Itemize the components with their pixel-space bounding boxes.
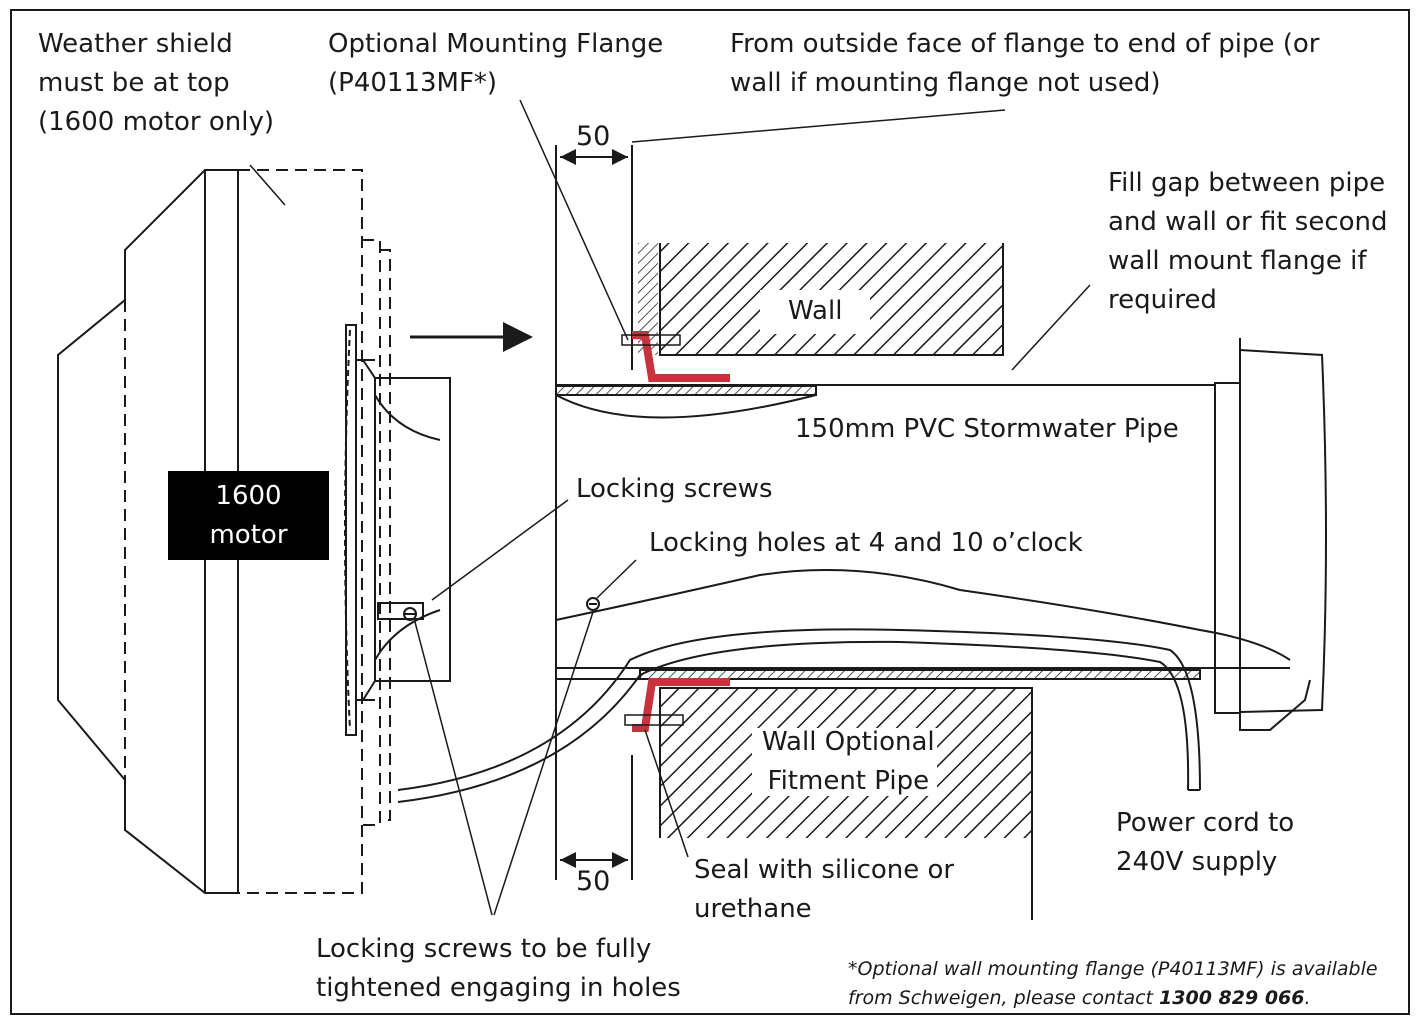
flange-distance-label: From outside face of flange to end of pi… [730,29,1320,98]
mounting-bracket [344,324,451,736]
seal-label: Seal with silicone or urethane [694,855,955,924]
weather-shield-label: Weather shield must be at top (1600 moto… [38,29,275,137]
pipe-label: 150mm PVC Stormwater Pipe [795,414,1179,444]
wall-top-label: Wall [788,296,843,326]
wall-bottom-label: Wall Optional Fitment Pipe [762,727,935,796]
fill-gap-label: Fill gap between pipe and wall or fit se… [1108,168,1388,315]
wall-top-hatch [638,243,1004,356]
mounting-flange-bottom [624,678,730,732]
wall-bottom-hatch [659,687,1033,920]
motor-label-box: 1600 motor [168,471,329,560]
power-cord [397,628,1201,803]
dimension-top-value: 50 [576,121,611,152]
footnote-suffix: . [1304,987,1311,1009]
locking-screws-label: Locking screws [576,474,773,504]
locking-holes-label: Locking holes at 4 and 10 o’clock [649,528,1083,558]
frame [10,9,1410,1015]
mounting-flange-top [621,331,730,382]
tighten-label: Locking screws to be fully tightened eng… [316,934,681,1003]
footnote-line-1: *Optional wall mounting flange (P40113MF… [848,958,1378,980]
leader-lines [249,99,1091,916]
footnote-prefix: from Schweigen, please contact [848,987,1160,1009]
power-cord-label: Power cord to 240V supply [1116,808,1295,877]
footnote-line-2: from Schweigen, please contact 1300 829 … [848,987,1311,1009]
locking-hole [586,597,600,611]
pipe-end-cowl [1214,338,1327,731]
footnote-phone: 1300 829 066 [1159,987,1305,1009]
dimension-bottom-value: 50 [576,866,611,897]
weather-shield-outline [124,169,391,894]
motor-label: 1600 motor [209,480,288,550]
mounting-flange-label: Optional Mounting Flange (P40113MF*) [328,29,664,98]
